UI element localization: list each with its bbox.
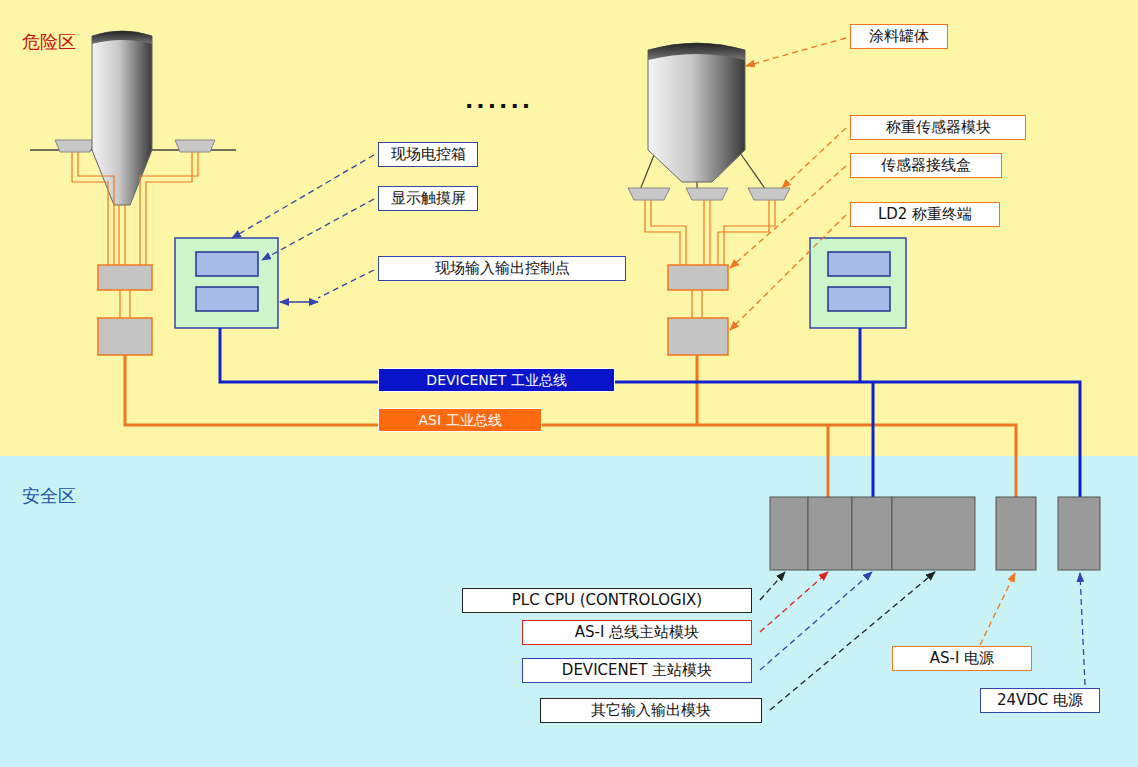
callout-text: ASI 工业总线 — [418, 412, 501, 428]
callout-box: 显示触摸屏 — [378, 186, 478, 211]
callout-text: 其它输入输出模块 — [591, 701, 711, 719]
callout-text: 称重传感器模块 — [886, 118, 991, 136]
callout-box: AS-I 总线主站模块 — [522, 620, 752, 645]
callout-text: PLC CPU (CONTROLOGIX) — [512, 591, 702, 609]
callout-text: 现场电控箱 — [391, 145, 466, 163]
callout-text: 涂料罐体 — [869, 27, 929, 45]
callout-box: 其它输入输出模块 — [540, 698, 762, 723]
callout-box: PLC CPU (CONTROLOGIX) — [462, 588, 752, 613]
callout-text: AS-I 总线主站模块 — [575, 623, 699, 641]
callout-box: 涂料罐体 — [850, 24, 948, 49]
bus-label: DEVICENET 工业总线 — [378, 368, 615, 392]
callout-box: 24VDC 电源 — [980, 688, 1100, 713]
callout-box: 称重传感器模块 — [850, 115, 1026, 140]
bus-label: ASI 工业总线 — [378, 408, 542, 432]
callout-text: 显示触摸屏 — [391, 189, 466, 207]
callout-text: DEVICENET 工业总线 — [426, 372, 566, 388]
callout-box: DEVICENET 主站模块 — [522, 658, 752, 683]
callout-box: AS-I 电源 — [892, 646, 1032, 671]
zone-title: 安全区 — [22, 484, 76, 508]
callout-text: AS-I 电源 — [930, 649, 994, 667]
callout-box: 现场电控箱 — [378, 142, 478, 167]
danger-zone: 危险区 涂料罐体称重传感器模块现场电控箱传感器接线盒显示触摸屏 LD2 称重终端现场… — [0, 0, 1138, 456]
callout-text: LD2 称重终端 — [878, 205, 972, 223]
callout-box: 传感器接线盒 — [850, 153, 1002, 178]
callout-box: LD2 称重终端 — [850, 202, 1000, 227]
safe-zone: 安全区 PLC CPU (CONTROLOGIX) AS-I 总线主站模块 AS-I … — [0, 456, 1138, 767]
ellipsis-mark: ...... — [465, 88, 533, 113]
callout-text: DEVICENET 主站模块 — [562, 661, 712, 679]
zone-title: 危险区 — [22, 30, 76, 54]
callout-text: 传感器接线盒 — [881, 156, 971, 174]
callout-text: 现场输入输出控制点 — [435, 259, 570, 277]
callout-text: 24VDC 电源 — [997, 691, 1083, 709]
callout-box: 现场输入输出控制点 — [378, 256, 626, 281]
